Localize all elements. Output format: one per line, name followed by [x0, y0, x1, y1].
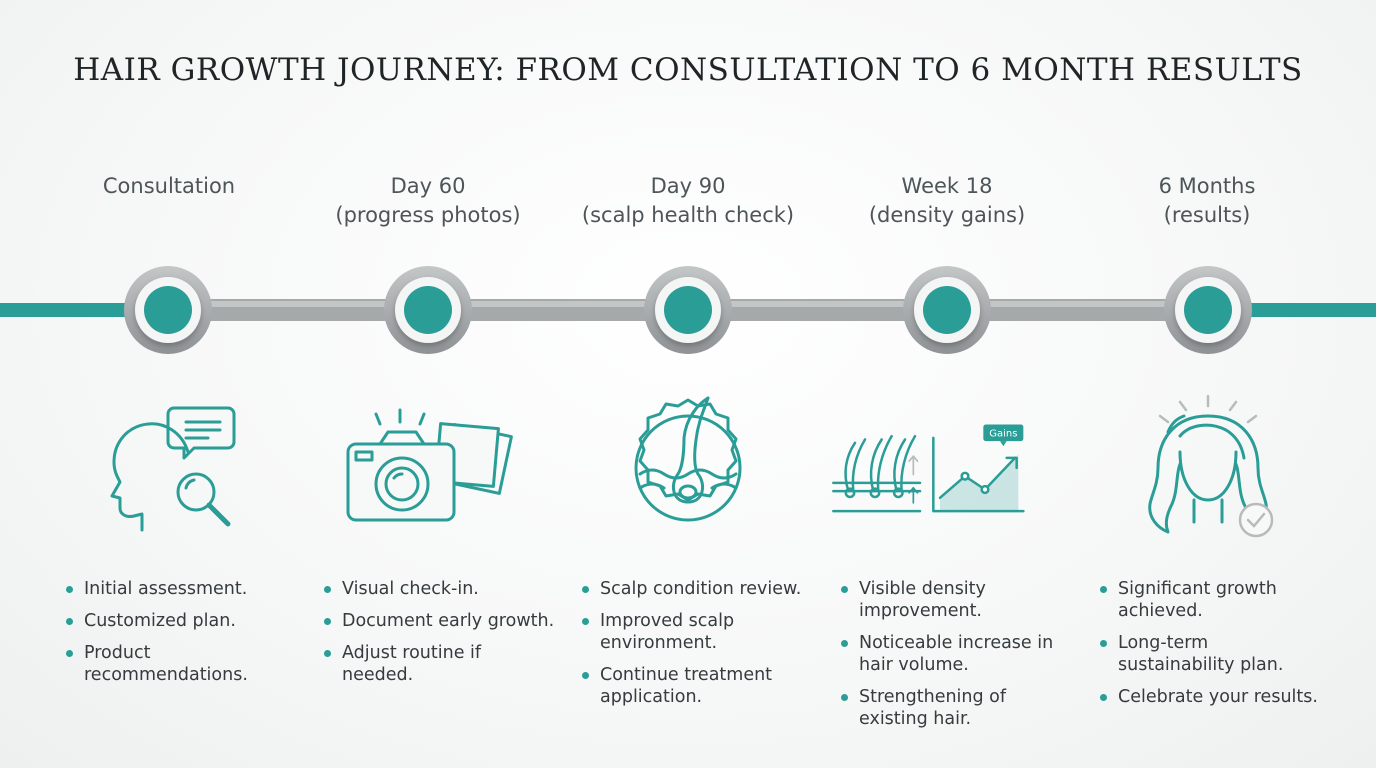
- stage-label-consultation: Consultation: [102, 174, 236, 198]
- hair-result-icon: [1148, 394, 1274, 538]
- bullet-dot: [324, 586, 331, 593]
- bullets-day-90: Scalp condition review. Improved scalp e…: [582, 578, 832, 718]
- list-item: Scalp condition review.: [582, 578, 832, 600]
- list-item: Initial assessment.: [66, 578, 316, 600]
- timeline-node-week-18: [903, 266, 991, 354]
- camera-photos-icon: [346, 408, 513, 522]
- bullet-dot: [841, 694, 848, 701]
- bullet-dot: [841, 640, 848, 647]
- list-item: Strengthening of existing hair.: [841, 686, 1034, 730]
- bullet-dot: [582, 672, 589, 679]
- stage-label-week-18: Week 18 (density gains): [868, 174, 1026, 227]
- list-item: Customized plan.: [66, 610, 316, 632]
- bullet-dot: [1100, 586, 1107, 593]
- list-item: Celebrate your results.: [1100, 686, 1358, 708]
- stage-label-6-months: 6 Months (results): [1158, 174, 1256, 227]
- consultation-head-icon: [110, 406, 236, 532]
- bullets-consultation: Initial assessment. Customized plan. Pro…: [66, 578, 316, 696]
- bullets-6-months: Significant growth achieved. Long-term s…: [1100, 578, 1350, 718]
- bullet-dot: [841, 586, 848, 593]
- density-chart-icon: Gains: [832, 424, 1025, 513]
- gains-badge: [983, 424, 1024, 442]
- list-item: Improved scalp environment.: [582, 610, 770, 654]
- list-item: Product recommendations.: [66, 642, 264, 686]
- bullet-dot: [66, 586, 73, 593]
- hair-follicle-icon: [634, 396, 742, 522]
- bullet-dot: [324, 618, 331, 625]
- list-item: Adjust routine if needed.: [324, 642, 512, 686]
- timeline-node-day-60: [384, 266, 472, 354]
- list-item: Visible density improvement.: [841, 578, 1019, 622]
- stage-label-day-60: Day 60 (progress photos): [335, 174, 521, 227]
- bullet-dot: [66, 650, 73, 657]
- list-item: Noticeable increase in hair volume.: [841, 632, 1074, 676]
- list-item: Long-term sustainability plan.: [1100, 632, 1318, 676]
- bullet-dot: [1100, 640, 1107, 647]
- timeline: [0, 266, 1376, 354]
- bullet-dot: [324, 650, 331, 657]
- bullet-dot: [66, 618, 73, 625]
- list-item: Document early growth.: [324, 610, 574, 632]
- bullets-day-60: Visual check-in. Document early growth. …: [324, 578, 574, 696]
- list-item: Visual check-in.: [324, 578, 574, 600]
- bullet-dot: [582, 586, 589, 593]
- page-title: HAIR GROWTH JOURNEY: FROM CONSULTATION T…: [73, 52, 1303, 88]
- timeline-node-6-months: [1164, 266, 1252, 354]
- stage-label-day-90: Day 90 (scalp health check): [581, 174, 795, 227]
- bullets-week-18: Visible density improvement. Noticeable …: [841, 578, 1091, 740]
- bullet-dot: [1100, 694, 1107, 701]
- timeline-node-consultation: [124, 266, 212, 354]
- gains-badge-label: Gains: [989, 429, 1017, 440]
- timeline-node-day-90: [644, 266, 732, 354]
- list-item: Continue treatment application.: [582, 664, 800, 708]
- list-item: Significant growth achieved.: [1100, 578, 1298, 622]
- bullet-dot: [582, 618, 589, 625]
